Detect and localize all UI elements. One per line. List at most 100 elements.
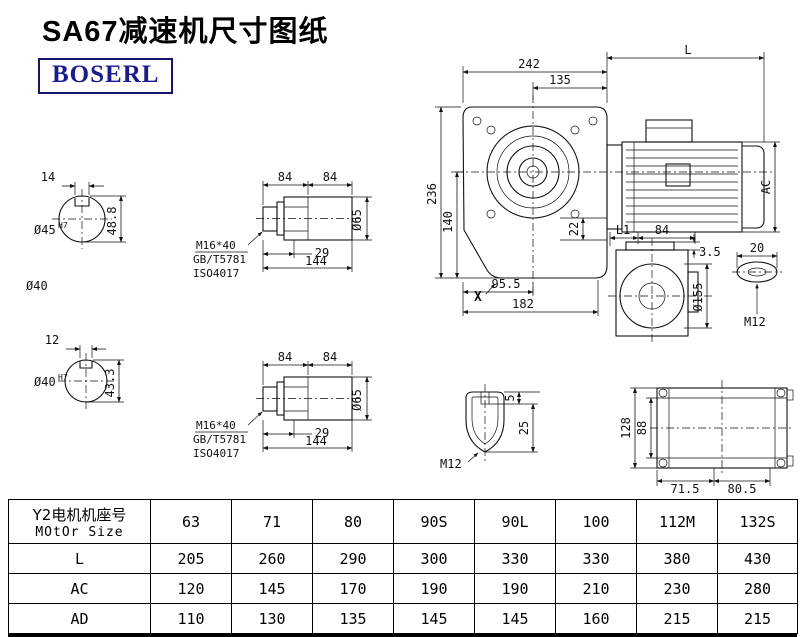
dim-144-bottom: 144	[305, 434, 327, 448]
dim-182: 182	[512, 297, 534, 311]
table-cell: 190	[474, 573, 556, 604]
table-cell: 430	[717, 543, 798, 574]
key-section-view: 5 25 M12	[440, 384, 540, 471]
note-bolt-top: M16*40	[196, 239, 236, 252]
dia-label-45: Ø45	[34, 223, 56, 237]
page-title: SA67减速机尺寸图纸	[42, 16, 329, 48]
dim-71-5: 71.5	[671, 482, 700, 496]
dia-label-40: Ø40	[34, 375, 56, 389]
dim-84b-bottom: 84	[323, 350, 337, 364]
frame-size-col: 132S	[717, 499, 798, 544]
dim-L: L	[684, 43, 691, 57]
table-cell: 120	[150, 573, 232, 604]
note-bolt-bottom: M16*40	[196, 419, 236, 432]
table-cell: 145	[474, 603, 556, 634]
dim-95-5: 95.5	[492, 277, 521, 291]
gearbox-side-view: L1 84 3.5 Ø155 20 M12	[608, 223, 782, 344]
table-cell: 215	[636, 603, 718, 634]
dim-25: 25	[517, 421, 531, 435]
dim-144-top: 144	[305, 254, 327, 268]
main-gearbox-view: 242 L 135 236 140 AC 22	[425, 43, 780, 316]
motor-size-header-cell: Y2电机机座号 MOtOr Size	[8, 499, 151, 544]
table-cell: 230	[636, 573, 718, 604]
table-cell: 260	[231, 543, 313, 574]
dim-shaft-height-bottom: 43.3	[103, 369, 117, 398]
shaft-side-view-top: 84 84 Ø65 29 144 M16*40 GB/T5781 ISO4017	[193, 170, 372, 280]
thread-label-m12-bottom: M12	[440, 457, 462, 471]
table-row-AD: AD 110 130 135 145 145 160 215 215	[8, 603, 798, 634]
shaft-end-view-bottom: 12 Ø40 H7 43.3	[34, 333, 124, 409]
dim-128: 128	[619, 417, 633, 439]
table-cell: 145	[393, 603, 475, 634]
table-cell: 160	[555, 603, 637, 634]
note-std2-top: ISO4017	[193, 267, 239, 280]
dim-dia155: Ø155	[691, 283, 705, 312]
table-cell: 135	[312, 603, 394, 634]
motor-size-header-en: MOtOr Size	[35, 524, 124, 540]
shaft-side-view-bottom: 84 84 Ø65 29 144 M16*40 GB/T5781 ISO4017	[193, 350, 372, 460]
table-cell: 380	[636, 543, 718, 574]
table-header-row: Y2电机机座号 MOtOr Size 63 71 80 90S 90L 100 …	[8, 499, 798, 544]
table-cell: 290	[312, 543, 394, 574]
note-std2-bottom: ISO4017	[193, 447, 239, 460]
dim-84-side: 84	[655, 223, 669, 237]
table-cell: 145	[231, 573, 313, 604]
table-cell: 170	[312, 573, 394, 604]
dim-29-bottom: 29	[315, 426, 329, 440]
shaft-end-view-top: 14 Ø45 H7 48.8	[34, 170, 126, 249]
dim-29-top: 29	[315, 246, 329, 260]
dia-tol-40: H7	[58, 373, 68, 382]
row-label: L	[8, 543, 151, 574]
row-label: AC	[8, 573, 151, 604]
frame-size-col: 71	[231, 499, 313, 544]
frame-size-col: 100	[555, 499, 637, 544]
dim-5: 5	[503, 394, 517, 401]
table-cell: 130	[231, 603, 313, 634]
frame-size-col: 112M	[636, 499, 718, 544]
dim-242: 242	[518, 57, 540, 71]
dim-dia65-top: Ø65	[350, 209, 364, 231]
thread-label-m12-right: M12	[744, 315, 766, 329]
boserl-logo: BOSERL	[38, 58, 174, 94]
motor-dimension-table: Y2电机机座号 MOtOr Size 63 71 80 90S 90L 100 …	[8, 499, 798, 634]
dia-tol-45: H7	[58, 221, 68, 230]
dimension-drawing: 14 Ø45 H7 48.8 Ø40 12 Ø40 H7 43.3	[26, 43, 794, 496]
frame-size-col: 90L	[474, 499, 556, 544]
dim-keyway-width-bottom: 12	[45, 333, 59, 347]
table-cell: 190	[393, 573, 475, 604]
dim-shaft-height-top: 48.8	[105, 207, 119, 236]
table-cutoff-row	[8, 633, 797, 637]
table-cell: 330	[474, 543, 556, 574]
dim-135: 135	[549, 73, 571, 87]
point-label-X: X	[474, 290, 482, 305]
note-std1-bottom: GB/T5781	[193, 433, 246, 446]
table-cell: 280	[717, 573, 798, 604]
table-row-AC: AC 120 145 170 190 190 210 230 280	[8, 573, 798, 604]
table-cell: 300	[393, 543, 475, 574]
frame-size-col: 90S	[393, 499, 475, 544]
dim-84a-top: 84	[278, 170, 292, 184]
dim-236: 236	[425, 183, 439, 205]
dim-84a-bottom: 84	[278, 350, 292, 364]
dim-AC: AC	[759, 180, 773, 194]
dim-3-5: 3.5	[699, 245, 721, 259]
dim-22: 22	[567, 222, 581, 236]
dim-keyway-width-top: 14	[41, 170, 55, 184]
dim-80-5: 80.5	[728, 482, 757, 496]
table-row-L: L 205 260 290 300 330 330 380 430	[8, 543, 798, 574]
dim-88: 88	[635, 421, 649, 435]
table-cell: 110	[150, 603, 232, 634]
dim-84b-top: 84	[323, 170, 337, 184]
table-cell: 215	[717, 603, 798, 634]
boserl-logo-text: BOSERL	[52, 61, 160, 88]
dim-20: 20	[750, 241, 764, 255]
base-flange-view: 128 88 71.5 80.5	[619, 380, 794, 496]
table-cell: 210	[555, 573, 637, 604]
dim-dia65-bottom: Ø65	[350, 389, 364, 411]
dim-140: 140	[441, 211, 455, 233]
motor-size-header-cn: Y2电机机座号	[32, 505, 127, 524]
frame-size-col: 80	[312, 499, 394, 544]
dim-L1: L1	[616, 223, 630, 237]
table-cell: 330	[555, 543, 637, 574]
